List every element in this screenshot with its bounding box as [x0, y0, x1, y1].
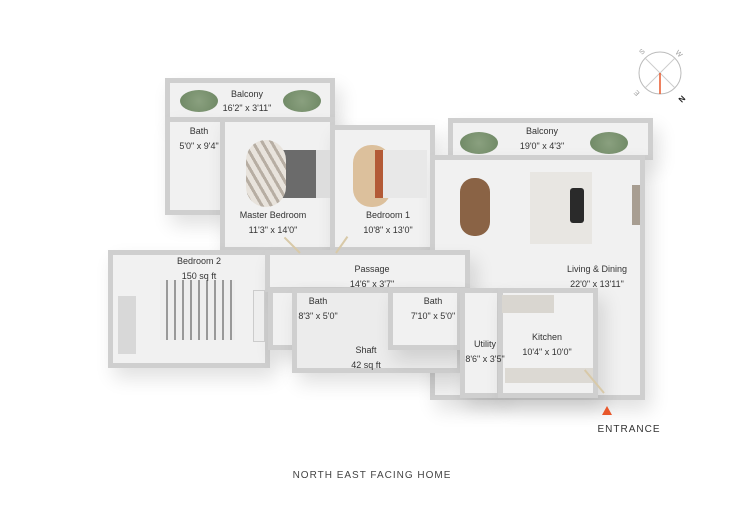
bedroom-2-sofa [118, 296, 136, 354]
room-name: Master Bedroom [239, 210, 307, 220]
room-size: 19'0" x 4'3" [519, 141, 565, 151]
room-name: Shaft [355, 345, 377, 355]
room-size: 10'8" x 13'0" [363, 225, 413, 235]
passage-area [265, 250, 470, 292]
master-rug [246, 140, 286, 207]
room-size: 150 sq ft [181, 271, 217, 281]
entrance-label: ENTRANCE [597, 424, 661, 435]
footer-title: NORTH EAST FACING HOME [292, 470, 452, 481]
bedroom-2-bed [160, 280, 235, 340]
kitchen-counter [505, 368, 593, 383]
room-size: 14'6" x 3'7" [349, 279, 395, 289]
room-size: 22'0" x 13'11" [570, 279, 624, 289]
room-size: 8'6" x 3'5" [465, 354, 505, 364]
room-name: Passage [354, 264, 390, 274]
bath-3-area [388, 288, 462, 350]
room-size: 5'0" x 9'4" [179, 141, 219, 151]
room-name: Bath [189, 126, 209, 136]
side-console [632, 185, 640, 225]
room-name: Bath [423, 296, 443, 306]
plant [460, 132, 498, 154]
kitchen-counter [502, 295, 554, 313]
dining-table [460, 178, 490, 236]
compass-icon: S W E N [633, 48, 687, 105]
coffee-table [570, 188, 584, 223]
room-size: 16'2" x 3'11" [222, 103, 272, 113]
room-name: Balcony [525, 126, 559, 136]
compass-n: N [676, 94, 687, 105]
room-name: Balcony [230, 89, 264, 99]
room-name: Kitchen [531, 332, 563, 342]
room-name: Bedroom 2 [176, 256, 222, 266]
room-name: Bath [308, 296, 328, 306]
room-name: Living & Dining [566, 264, 628, 274]
room-name: Bedroom 1 [365, 210, 411, 220]
entrance-arrow-icon [602, 406, 612, 415]
plant [283, 90, 321, 112]
bedroom-1-bed [375, 150, 427, 198]
room-size: 7'10" x 5'0" [410, 311, 456, 321]
compass-w: W [674, 49, 684, 59]
room-size: 8'3" x 5'0" [298, 311, 338, 321]
compass-s: S [638, 48, 646, 56]
plant [590, 132, 628, 154]
room-size: 42 sq ft [351, 360, 381, 370]
compass-e: E [633, 88, 641, 96]
wardrobe [253, 290, 265, 342]
plant [180, 90, 218, 112]
room-name: Utility [474, 339, 496, 349]
room-size: 10'4" x 10'0" [522, 347, 572, 357]
room-size: 11'3" x 14'0" [248, 225, 298, 235]
